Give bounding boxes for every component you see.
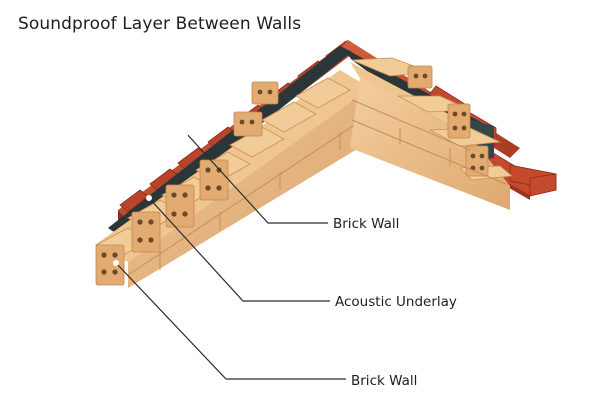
callout-leader-brick-wall-lower (113, 260, 346, 380)
callout-label-brick-wall-upper: Brick Wall (333, 216, 400, 232)
callout-marker (146, 195, 152, 201)
callout-marker (113, 260, 119, 266)
callout-label-brick-wall-lower: Brick Wall (351, 373, 418, 389)
inner-brick-wall-right (350, 57, 513, 210)
callout-leader-acoustic-underlay (146, 195, 330, 302)
callout-marker (183, 130, 189, 136)
callout-leader-brick-wall-upper (183, 130, 328, 224)
callout-label-acoustic-underlay: Acoustic Underlay (335, 294, 457, 310)
inner-brick-wall-left (95, 70, 372, 288)
diagram-title: Soundproof Layer Between Walls (18, 14, 302, 34)
